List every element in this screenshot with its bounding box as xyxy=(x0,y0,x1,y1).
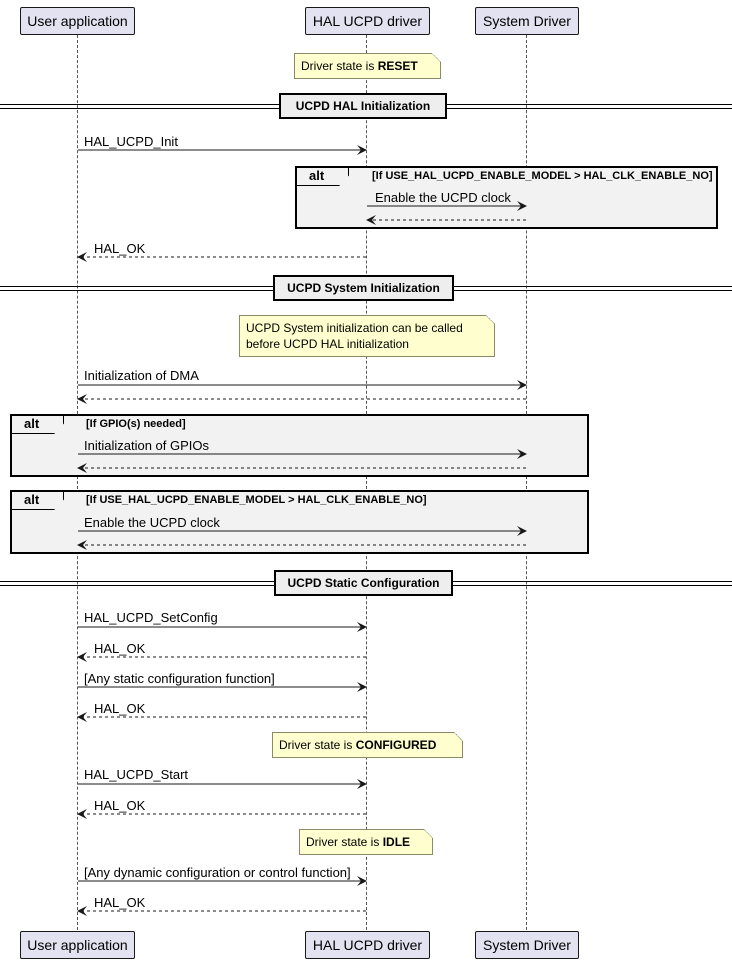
label-dynamic-fn: [Any dynamic configuration or control fu… xyxy=(84,865,351,880)
note-configured-state: CONFIGURED xyxy=(355,738,437,752)
divider-label-hal-initialization: UCPD HAL Initialization xyxy=(279,93,447,119)
note-system-initialization: UCPD System initialization can be called… xyxy=(239,315,495,357)
label-enable-clock-hal: Enable the UCPD clock xyxy=(375,190,511,205)
alt-frame-gpio-tab: alt xyxy=(12,416,64,434)
alt-frame-gpio: alt [If GPIO(s) needed] xyxy=(10,414,589,477)
note-idle-prefix: Driver state is xyxy=(306,835,383,849)
label-static-fn: [Any static configuration function] xyxy=(84,671,275,686)
alt-frame-clock-hal: alt [If USE_HAL_UCPD_ENABLE_MODEL > HAL_… xyxy=(295,166,718,229)
note-driver-state-reset: Driver state is RESET xyxy=(294,53,441,79)
divider-label-system-initialization: UCPD System Initialization xyxy=(273,275,454,301)
label-hal-ok-1: HAL_OK xyxy=(94,241,146,256)
alt-frame-gpio-guard: [If GPIO(s) needed] xyxy=(86,418,186,430)
label-hal-ok-5: HAL_OK xyxy=(94,895,146,910)
lifeline-user-application xyxy=(77,35,78,930)
label-set-config: HAL_UCPD_SetConfig xyxy=(84,610,218,625)
label-start: HAL_UCPD_Start xyxy=(84,767,189,782)
note-driver-state-configured: Driver state is CONFIGURED xyxy=(272,732,463,758)
participant-system-driver-bottom: System Driver xyxy=(475,931,579,959)
note-reset-state: RESET xyxy=(377,59,418,73)
label-init-gpios: Initialization of GPIOs xyxy=(84,438,209,453)
lifeline-hal-ucpd-driver xyxy=(366,35,367,930)
note-idle-state: IDLE xyxy=(382,835,411,849)
alt-frame-clock-user-guard: [If USE_HAL_UCPD_ENABLE_MODEL > HAL_CLK_… xyxy=(86,494,427,506)
label-enable-clock-user: Enable the UCPD clock xyxy=(84,515,220,530)
alt-frame-clock-user: alt [If USE_HAL_UCPD_ENABLE_MODEL > HAL_… xyxy=(10,490,589,554)
label-init-dma: Initialization of DMA xyxy=(84,368,199,383)
label-hal-ok-4: HAL_OK xyxy=(94,798,146,813)
participant-user-application-bottom: User application xyxy=(20,931,135,959)
lifeline-system-driver xyxy=(526,35,527,930)
label-hal-ok-2: HAL_OK xyxy=(94,641,146,656)
label-hal-ok-3: HAL_OK xyxy=(94,701,146,716)
note-sysinit-line2: before UCPD HAL initialization xyxy=(246,337,409,351)
alt-frame-clock-hal-tab: alt xyxy=(297,168,349,186)
note-configured-prefix: Driver state is xyxy=(279,738,356,752)
note-driver-state-idle: Driver state is IDLE xyxy=(299,829,433,855)
note-reset-prefix: Driver state is xyxy=(301,59,378,73)
divider-label-static-configuration: UCPD Static Configuration xyxy=(274,570,453,596)
participant-system-driver-top: System Driver xyxy=(475,7,579,35)
label-hal-ucpd-init: HAL_UCPD_Init xyxy=(84,134,178,149)
participant-hal-ucpd-driver-top: HAL UCPD driver xyxy=(305,7,430,35)
alt-frame-clock-hal-guard: [If USE_HAL_UCPD_ENABLE_MODEL > HAL_CLK_… xyxy=(372,170,713,182)
note-sysinit-line1: UCPD System initialization can be called xyxy=(246,321,463,335)
participant-hal-ucpd-driver-bottom: HAL UCPD driver xyxy=(305,931,430,959)
participant-user-application-top: User application xyxy=(20,7,135,35)
